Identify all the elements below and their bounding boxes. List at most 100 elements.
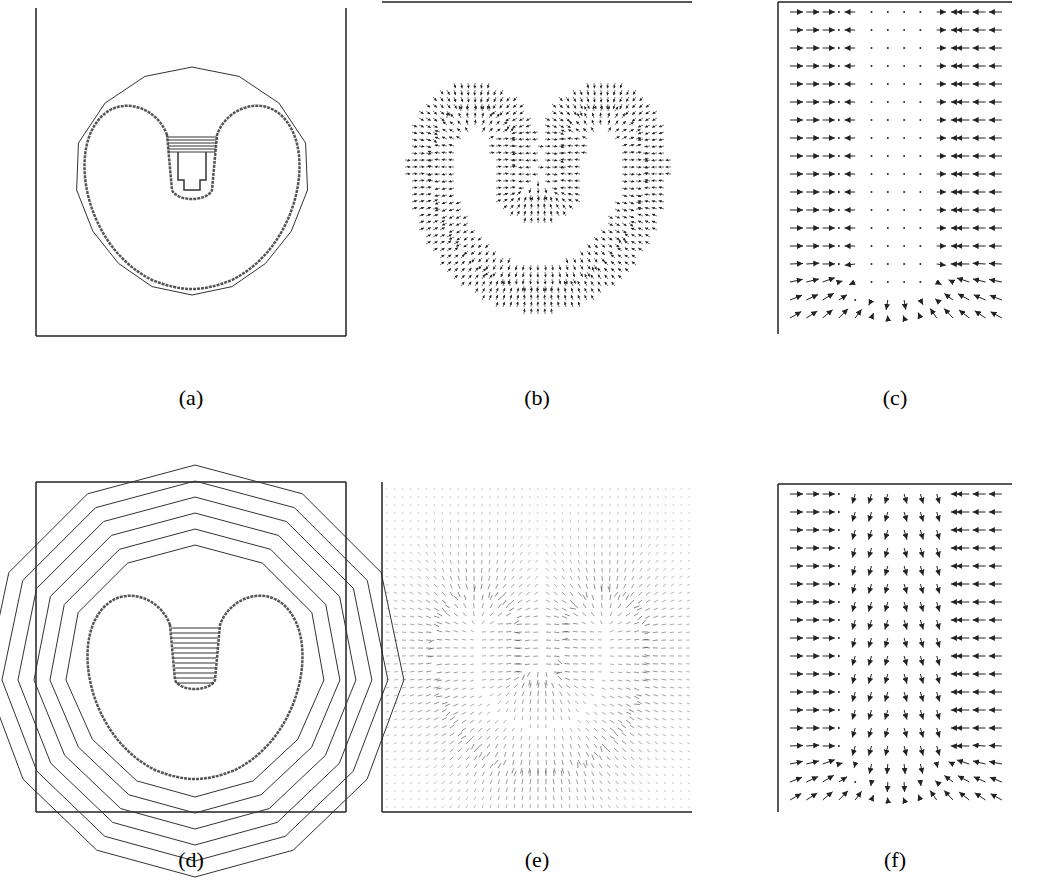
snake-iteration: [168, 146, 216, 147]
field-arrow: [598, 663, 602, 664]
field-arrow: [412, 194, 417, 195]
field-arrow: [554, 560, 556, 563]
field-arrow: [449, 237, 454, 239]
field-arrow: [652, 125, 657, 127]
snake-iteration: [174, 663, 215, 664]
field-arrow: [496, 166, 501, 168]
field-arrow: [652, 139, 657, 140]
field-arrow: [530, 699, 532, 704]
field-arrow: [418, 758, 421, 760]
field-arrow: [553, 708, 555, 712]
field-arrow: [410, 663, 415, 664]
field-arrow: [538, 188, 539, 193]
field-arrow: [437, 648, 442, 649]
field-arrow: [611, 268, 615, 272]
field-arrow: [489, 512, 490, 515]
field-arrow: [527, 584, 530, 587]
field-arrow: [493, 104, 496, 109]
field-arrow: [410, 488, 412, 490]
field-arrow: [466, 512, 467, 515]
field-arrow: [510, 128, 514, 132]
field-arrow: [479, 736, 482, 740]
field-arrow: [558, 660, 562, 664]
field-arrow: [525, 632, 530, 633]
field-arrow: [450, 536, 452, 539]
field-arrow: [592, 755, 594, 760]
field-arrow: [502, 279, 503, 284]
field-arrow: [481, 568, 483, 573]
field-arrow: [556, 198, 559, 202]
field-arrow: [426, 187, 431, 189]
field-arrow: [487, 752, 490, 757]
field-arrow: [442, 552, 443, 555]
field-arrow: [426, 504, 428, 506]
field-arrow: [568, 700, 570, 704]
field-arrow: [522, 787, 524, 792]
field-arrow: [394, 584, 397, 586]
field-arrow: [501, 272, 503, 277]
field-arrow: [434, 782, 436, 784]
field-arrow: [598, 647, 602, 648]
field-arrow: [496, 152, 501, 154]
field-arrow: [615, 128, 619, 132]
field-arrow: [434, 750, 437, 752]
field-arrow: [489, 106, 490, 111]
field-arrow: [394, 671, 398, 672]
field-arrow: [615, 120, 618, 125]
field-arrow: [402, 520, 403, 522]
field-arrow: [552, 111, 556, 114]
field-arrow: [587, 272, 590, 277]
field-arrow: [545, 716, 546, 720]
field-arrow: [410, 790, 412, 792]
field-arrow: [521, 504, 523, 506]
field-arrow: [426, 632, 431, 633]
field-arrow: [410, 528, 411, 530]
field-arrow: [440, 90, 443, 95]
field-arrow: [545, 724, 546, 728]
field-arrow: [584, 788, 586, 792]
field-arrow: [546, 544, 548, 546]
field-arrow: [608, 230, 613, 233]
field-arrow: [599, 764, 602, 768]
field-arrow: [659, 146, 664, 147]
field-arrow: [503, 159, 508, 161]
field-arrow: [551, 295, 553, 300]
field-arrow: [571, 302, 573, 307]
field-arrow: [554, 552, 556, 555]
field-arrow: [544, 218, 546, 223]
field-arrow: [454, 622, 458, 624]
field-arrow: [497, 504, 498, 506]
field-arrow: [455, 604, 458, 608]
field-arrow: [434, 488, 436, 490]
field-arrow: [516, 663, 522, 664]
field-arrow: [482, 106, 484, 111]
field-arrow: [559, 132, 564, 135]
field-arrow: [625, 268, 629, 272]
field-arrow: [512, 560, 514, 563]
field-arrow: [394, 774, 396, 776]
field-arrow: [435, 202, 440, 204]
field-arrow: [449, 144, 454, 146]
field-arrow: [552, 181, 557, 182]
field-arrow: [394, 640, 398, 641]
field-arrow: [458, 789, 460, 792]
snake-iteration: [173, 648, 217, 649]
field-arrow: [561, 167, 566, 168]
field-arrow: [457, 128, 461, 132]
field-arrow: [474, 528, 475, 531]
field-arrow: [545, 160, 550, 161]
field-arrow: [570, 584, 573, 588]
field-arrow: [551, 288, 552, 293]
field-arrow: [562, 600, 566, 603]
field-arrow: [495, 728, 498, 731]
field-arrow: [426, 153, 431, 155]
field-arrow: [453, 720, 458, 723]
field-arrow: [419, 160, 424, 161]
field-arrow: [629, 181, 634, 183]
field-arrow: [513, 104, 517, 108]
field-arrow: [437, 622, 442, 624]
field-arrow: [533, 648, 538, 649]
field-arrow: [575, 152, 580, 153]
field-arrow: [445, 639, 450, 641]
field-arrow: [450, 584, 452, 588]
